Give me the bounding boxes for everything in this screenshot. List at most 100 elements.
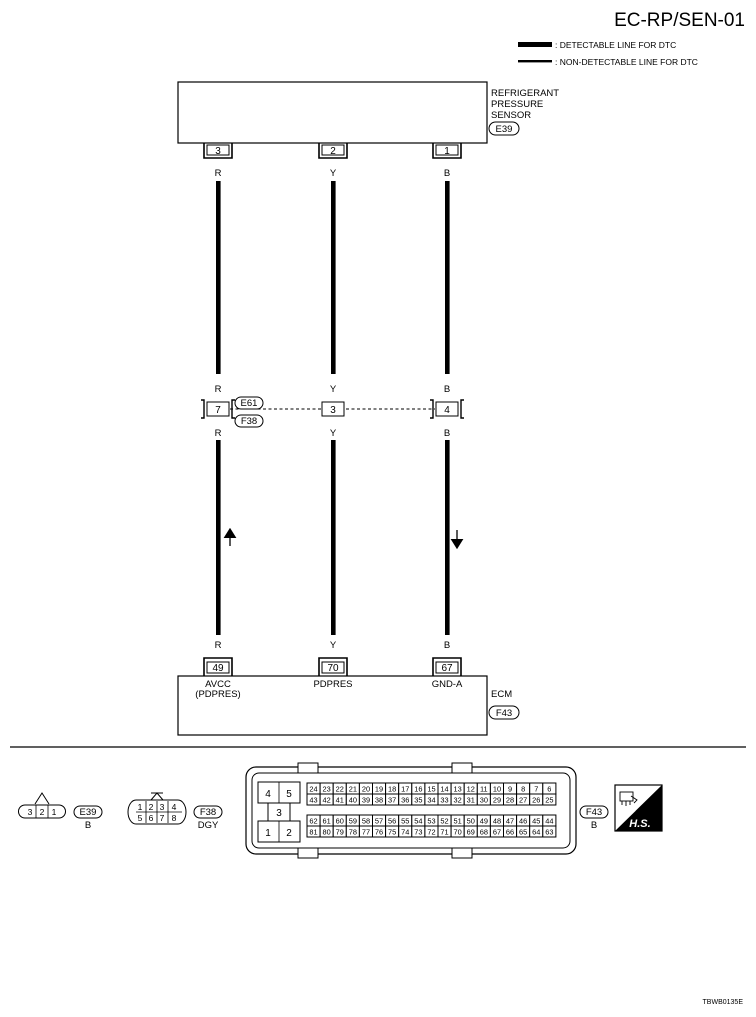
f38-key-icon [150, 792, 164, 801]
f38-color: DGY [198, 820, 219, 831]
f43-pin-68-label: 68 [480, 828, 488, 837]
connector-view-f38: 1 2 3 4 5 6 7 8 F38 DGY [127, 792, 223, 831]
junction-connector: 7 3 4 E61 F38 [201, 396, 464, 428]
f43-pin-81-label: 81 [309, 828, 317, 837]
f43-pin-79-label: 79 [336, 828, 344, 837]
junction-pin-4 [435, 401, 459, 417]
legend-thick-line [518, 42, 552, 47]
f43-pin-56-label: 56 [388, 817, 396, 826]
f43-pin-51-label: 51 [454, 817, 462, 826]
junction-color-r-above: R [215, 384, 222, 395]
f38-cell-6: 6 [149, 813, 154, 823]
f43-pin-40-label: 40 [349, 796, 357, 805]
ecm-terminal-pdpres: PDPRES [313, 679, 352, 690]
f43-pin-cell [542, 825, 557, 838]
hs-badge-text: H.S. [629, 818, 650, 830]
f43-pin-43-label: 43 [309, 796, 317, 805]
wire-b-lower [445, 440, 450, 635]
f43-pin-16-label: 16 [414, 785, 422, 794]
f43-left-cell-2: 2 [286, 828, 292, 839]
ecm-pin-67: 67 [432, 657, 462, 676]
f43-pin-8-label: 8 [521, 785, 525, 794]
f43-pin-78-label: 78 [349, 828, 357, 837]
ecm: ECM F43 AVCC (PDPRES) PDPRES GND-A [177, 675, 520, 736]
f43-pin-38-label: 38 [375, 796, 383, 805]
f43-pin-14-label: 14 [440, 785, 448, 794]
wire-y-lower [331, 440, 336, 635]
ecm-connector-label: F43 [496, 708, 512, 719]
f43-bottom-latch-right [451, 847, 473, 859]
junction-color-y-above: Y [330, 384, 337, 395]
f43-pin-21-label: 21 [349, 785, 357, 794]
f43-pin-33-label: 33 [440, 796, 448, 805]
f43-pin-53-label: 53 [427, 817, 435, 826]
f43-pin-7-label: 7 [534, 785, 538, 794]
e39-name-badge [73, 805, 103, 819]
f43-pin-59-label: 59 [349, 817, 357, 826]
ecm-terminal-avcc: AVCC [205, 679, 231, 690]
f38-cell-7: 7 [160, 813, 165, 823]
f43-pin-74-label: 74 [401, 828, 409, 837]
junction-pin-7 [206, 401, 230, 417]
sensor-pin-2-label: 2 [330, 146, 336, 157]
legend: : DETECTABLE LINE FOR DTC : NON-DETECTAB… [518, 40, 698, 67]
connector-key-icon [34, 792, 50, 805]
f43-pin-42-label: 42 [323, 796, 331, 805]
ecm-wire-color-b: B [444, 640, 450, 651]
f43-pin-76-label: 76 [375, 828, 383, 837]
f43-name: F43 [586, 807, 602, 818]
ecm-pin-70-label: 70 [327, 663, 339, 674]
legend-detectable-label: : DETECTABLE LINE FOR DTC [555, 40, 676, 50]
f38-cell-2: 2 [149, 802, 154, 812]
ecm-pin-67-label: 67 [441, 663, 453, 674]
junction-color-b-below: B [444, 428, 450, 439]
f43-left-cell-1: 1 [265, 828, 271, 839]
e39-name: E39 [80, 807, 97, 818]
ecm-pin-70: 70 [318, 657, 348, 676]
f43-pin-65-label: 65 [519, 828, 527, 837]
f43-pin-46-label: 46 [519, 817, 527, 826]
junction-color-b-above: B [444, 384, 450, 395]
f43-name-badge [579, 805, 609, 819]
f43-pin-26-label: 26 [532, 796, 540, 805]
f43-pin-31-label: 31 [467, 796, 475, 805]
junction-connector-top-label: E61 [241, 398, 258, 409]
junction-connector-bottom-badge [234, 414, 264, 428]
ecm-pin-49: 49 [203, 657, 233, 676]
f43-pin-52-label: 52 [440, 817, 448, 826]
f38-cell-1: 1 [138, 802, 143, 812]
f43-pin-69-label: 69 [467, 828, 475, 837]
f43-pin-13-label: 13 [454, 785, 462, 794]
f43-pin-29-label: 29 [493, 796, 501, 805]
f43-left-cell-3: 3 [276, 808, 282, 819]
sensor-connector-label: E39 [496, 124, 513, 135]
f43-pin-66-label: 66 [506, 828, 514, 837]
e39-color: B [85, 820, 91, 831]
f43-pin-cell [542, 793, 557, 806]
f43-pin-73-label: 73 [414, 828, 422, 837]
ecm-wire-color-r: R [215, 640, 222, 651]
f43-pin-9-label: 9 [508, 785, 512, 794]
f38-cell-8: 8 [172, 813, 177, 823]
f43-pin-6-label: 6 [547, 785, 551, 794]
f43-pin-35-label: 35 [414, 796, 422, 805]
junction-connector-top-badge [234, 396, 264, 410]
junction-connector-bottom-label: F38 [241, 416, 257, 427]
sensor-pin-1-label: 1 [444, 146, 450, 157]
e39-cell-2: 2 [40, 807, 45, 817]
junction-color-y-below: Y [330, 428, 337, 439]
f43-top-latch-left [297, 762, 319, 774]
f43-pin-48-label: 48 [493, 817, 501, 826]
ecm-name: ECM [491, 689, 512, 700]
f38-cell-3: 3 [160, 802, 165, 812]
f38-name-badge [193, 805, 223, 819]
sensor-connector-badge [488, 121, 520, 136]
f43-pin-45-label: 45 [532, 817, 540, 826]
e39-cell-1: 1 [52, 807, 57, 817]
f43-pin-12-label: 12 [467, 785, 475, 794]
sensor-pin-2: 2 [318, 143, 348, 159]
wire-r-lower [216, 440, 221, 635]
f43-pin-39-label: 39 [362, 796, 370, 805]
wire-color-b-top: B [444, 168, 450, 179]
